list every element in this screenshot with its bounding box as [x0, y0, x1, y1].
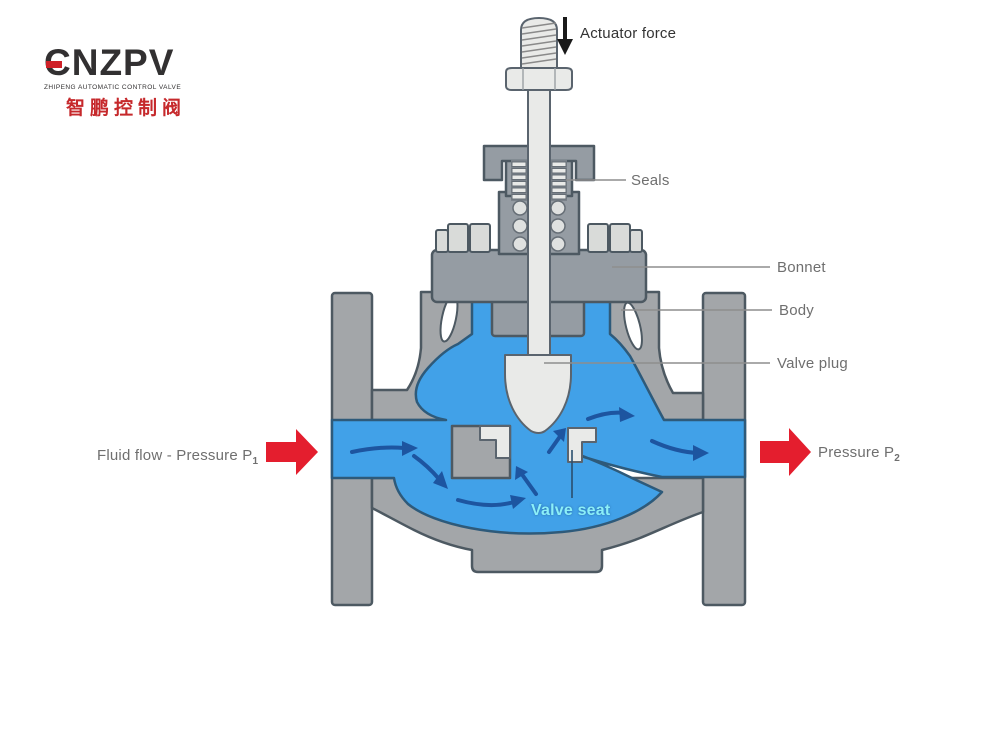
- gland-flange-wings: [482, 144, 596, 182]
- logo-brand: CNZPV: [44, 44, 244, 81]
- outlet-flow-arrow: [760, 428, 811, 476]
- stem-hex-nut: [505, 67, 573, 91]
- flow-arrows: [350, 407, 709, 509]
- fluid-flow-subscript: 1: [252, 456, 259, 467]
- label-fluid-flow-inlet: Fluid flow - Pressure P1: [97, 447, 258, 467]
- label-bonnet: Bonnet: [777, 259, 826, 276]
- logo-red-bar-icon: [46, 61, 62, 68]
- flow-arrow: [456, 498, 516, 507]
- valve-seat-text: Valve seat: [531, 502, 611, 519]
- flow-arrow: [412, 454, 441, 481]
- label-valve-plug: Valve plug: [777, 355, 848, 372]
- packing-orings: [512, 200, 566, 252]
- leader-lines: [544, 179, 772, 498]
- valve-plug-text: Valve plug: [777, 355, 848, 372]
- label-actuator-force: Actuator force: [580, 25, 676, 42]
- flow-arrow: [350, 445, 406, 454]
- bonnet-bolts: [435, 223, 643, 253]
- packing-seals: [511, 160, 567, 252]
- company-logo: CNZPV ZHIPENG AUTOMATIC CONTROL VALVE 智鹏…: [44, 44, 244, 120]
- fluid-flow-text: Fluid flow - Pressure P: [97, 447, 253, 464]
- inlet-flow-arrow: [266, 429, 318, 475]
- flow-arrowheads: [402, 407, 709, 509]
- label-pressure-outlet: Pressure P2: [818, 444, 900, 464]
- right-seat-ring: [567, 427, 597, 463]
- body-text: Body: [779, 302, 814, 319]
- bolt: [629, 229, 643, 253]
- thread-hatching: [521, 22, 557, 65]
- logo-tagline: ZHIPENG AUTOMATIC CONTROL VALVE: [44, 84, 182, 91]
- pressure-arrows: [266, 428, 811, 476]
- bolt: [587, 223, 609, 253]
- pressure-out-text: Pressure P: [818, 444, 895, 461]
- stem-group: [504, 17, 573, 434]
- label-seals: Seals: [631, 172, 670, 189]
- bolt: [447, 223, 469, 253]
- actuator-force-arrow: [557, 17, 573, 55]
- label-body: Body: [779, 302, 814, 319]
- pressure-out-subscript: 2: [894, 453, 900, 464]
- flow-arrow: [547, 433, 563, 454]
- seat-area: [450, 424, 597, 480]
- logo-brand-text: CNZPV: [44, 42, 175, 83]
- packing-rings: [511, 161, 567, 200]
- flow-arrow: [519, 471, 538, 496]
- bolt: [435, 229, 449, 253]
- bonnet-text: Bonnet: [777, 259, 826, 276]
- valve-plug: [504, 354, 572, 434]
- logo-chinese-name: 智鹏控制阀: [66, 98, 187, 119]
- valve-stem: [527, 87, 551, 359]
- bolt: [469, 223, 491, 253]
- seals-text: Seals: [631, 172, 670, 189]
- bolt: [609, 223, 631, 253]
- actuator-force-text: Actuator force: [580, 25, 677, 42]
- label-valve-seat: Valve seat: [531, 502, 610, 520]
- left-seat-ring: [479, 425, 511, 459]
